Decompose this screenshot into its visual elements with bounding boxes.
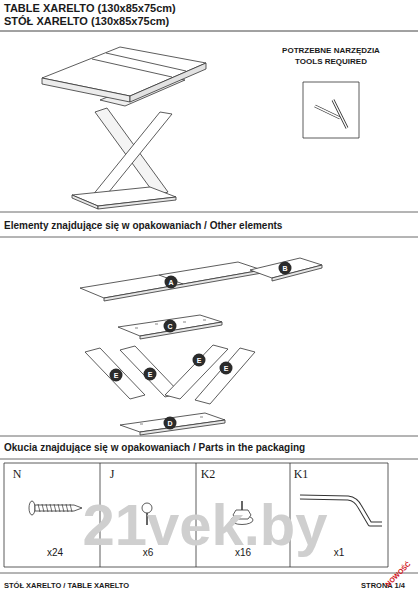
callout-letter: E [114, 372, 119, 379]
tools-heading: POTRZEBNE NARZĘDZIA [282, 47, 380, 55]
tools-heading: TOOLS REQUIRED [295, 58, 367, 66]
callout-letter: E [224, 365, 229, 372]
callout-letter: D [167, 420, 172, 427]
title: TABLE XARELTO (130x85x75cm) [4, 3, 176, 14]
callout-letter: C [167, 323, 172, 330]
quantity: x1 [334, 548, 345, 558]
callout-letter: B [282, 265, 287, 272]
part-code: N [13, 468, 22, 480]
callout-letter: A [168, 279, 173, 286]
callout-letter: E [148, 371, 153, 378]
section-heading: Okucia znajdujące się w opakowaniach / P… [4, 443, 305, 453]
section-heading: Elementy znajdujące się w opakowaniach /… [4, 221, 282, 231]
watermark: 21vek.by [82, 496, 327, 554]
part-code: K1 [294, 468, 309, 480]
callout-letter: E [197, 357, 202, 364]
part-code: K2 [201, 468, 216, 480]
quantity: x24 [47, 548, 63, 558]
part-code: J [110, 468, 115, 480]
title: STÓŁ XARELTO (130x85x75cm) [4, 16, 169, 27]
footer-text: STÓŁ XARELTO / TABLE XARELTO [4, 582, 129, 590]
page-number: STRONA 1/4 [361, 582, 405, 590]
